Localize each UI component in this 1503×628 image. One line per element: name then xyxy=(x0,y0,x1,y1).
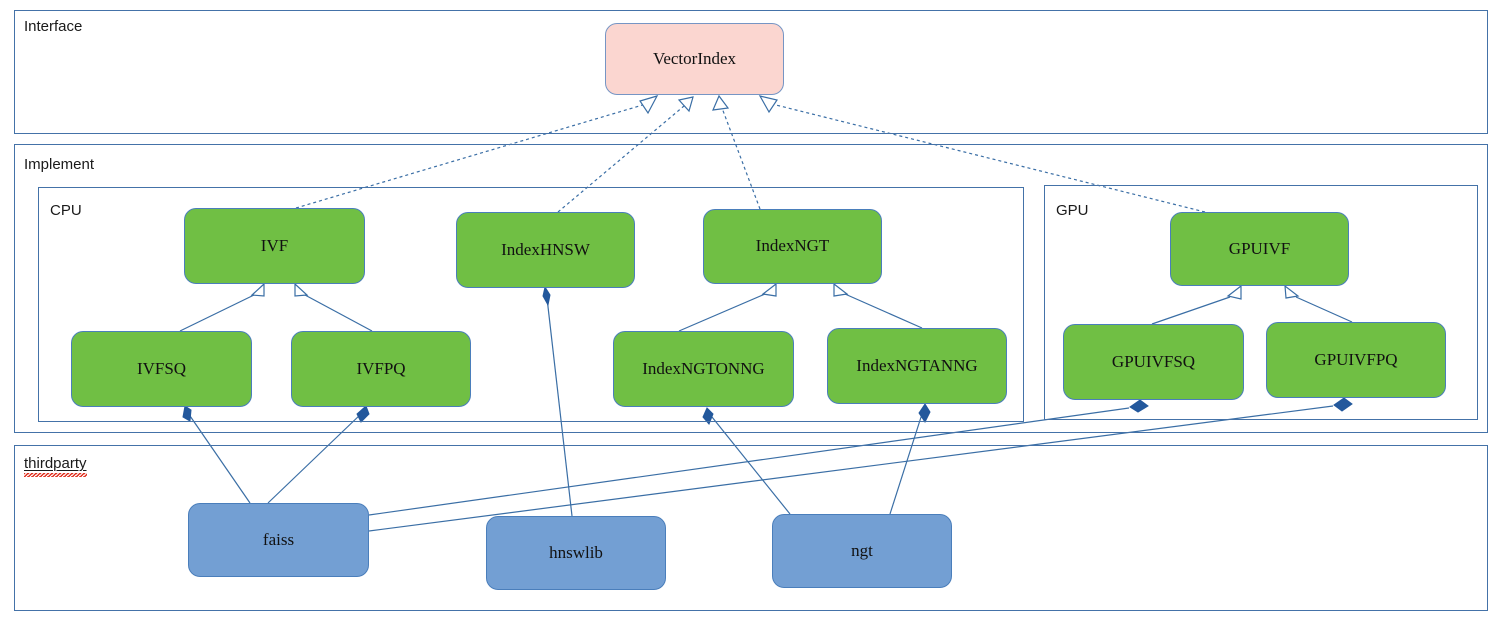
node-label: hnswlib xyxy=(549,542,603,562)
node-label: IVFSQ xyxy=(136,358,187,378)
node-ivfsq[interactable]: IVFSQ xyxy=(71,331,252,407)
node-label: GPUIVFPQ xyxy=(1314,349,1398,369)
node-gpuivf[interactable]: GPUIVF xyxy=(1170,212,1349,286)
node-label: VectorIndex xyxy=(652,48,737,68)
group-implement xyxy=(14,144,1488,433)
node-hnswlib[interactable]: hnswlib xyxy=(486,516,666,590)
node-indexngt[interactable]: IndexNGT xyxy=(703,209,882,284)
node-indexngtanng[interactable]: IndexNGTANNG xyxy=(827,328,1007,404)
node-label: IndexNGTANNG xyxy=(856,355,978,375)
node-label: IndexNGT xyxy=(755,236,830,256)
node-faiss[interactable]: faiss xyxy=(188,503,369,577)
group-label-gpu: GPU xyxy=(1056,202,1089,219)
node-ngt[interactable]: ngt xyxy=(772,514,952,588)
group-interface xyxy=(14,10,1488,134)
node-gpuivfsq[interactable]: GPUIVFSQ xyxy=(1063,324,1244,400)
group-cpu xyxy=(38,187,1024,422)
node-ivf[interactable]: IVF xyxy=(184,208,365,284)
group-label-cpu: CPU xyxy=(50,202,82,219)
node-gpuivfpq[interactable]: GPUIVFPQ xyxy=(1266,322,1446,398)
node-label: IndexHNSW xyxy=(501,239,590,259)
node-indexhnsw[interactable]: IndexHNSW xyxy=(456,212,635,288)
group-thirdparty xyxy=(14,445,1488,611)
node-label: GPUIVF xyxy=(1228,238,1291,258)
node-indexngtonng[interactable]: IndexNGTONNG xyxy=(613,331,794,407)
group-label-interface: Interface xyxy=(24,18,83,35)
node-label: GPUIVFSQ xyxy=(1111,351,1196,371)
group-label-implement: Implement xyxy=(24,156,95,173)
group-label-thirdparty: thirdparty xyxy=(24,455,87,477)
node-label: IVFPQ xyxy=(356,358,406,378)
node-label: ngt xyxy=(851,540,873,560)
node-label: faiss xyxy=(262,529,295,549)
spellcheck-squiggle-icon xyxy=(24,473,87,477)
node-label: IVF xyxy=(260,235,289,255)
node-vectorindex[interactable]: VectorIndex xyxy=(605,23,784,95)
node-label: IndexNGTONNG xyxy=(642,358,765,378)
node-ivfpq[interactable]: IVFPQ xyxy=(291,331,471,407)
group-gpu xyxy=(1044,185,1478,420)
group-label-thirdparty-text: thirdparty xyxy=(24,455,87,472)
